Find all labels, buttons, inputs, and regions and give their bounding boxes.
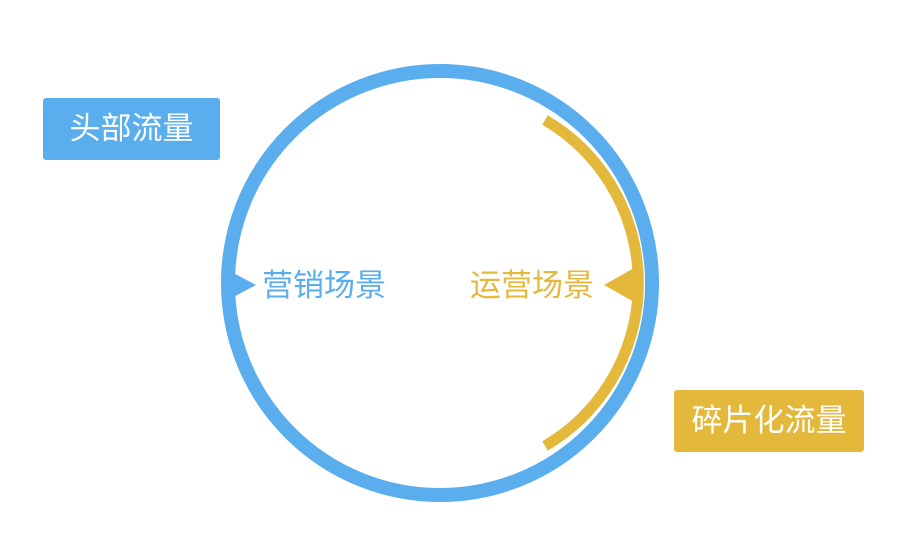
operation-arrow-head [604,268,634,302]
head-traffic-label: 头部流量 [43,98,220,160]
fragmented-traffic-label: 碎片化流量 [674,390,864,452]
marketing-arrow-head [224,268,256,302]
marketing-scene-label: 营销场景 [262,268,386,304]
operation-scene-label: 运营场景 [470,268,594,304]
operation-cycle-arc [542,115,644,451]
